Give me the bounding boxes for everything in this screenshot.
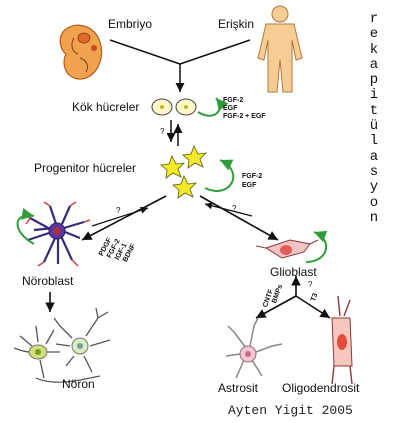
qmark-glioblast-fork: ?: [308, 280, 313, 289]
vertical-title: r e k a p i t ü l a s y o n: [367, 11, 381, 226]
vertical-letter: p: [369, 72, 379, 89]
neuroblast-label: Nöroblast: [22, 274, 74, 288]
astrocyte-image: [225, 317, 283, 379]
vertical-letter: l: [369, 133, 379, 150]
vertical-letter: n: [369, 209, 379, 226]
embryo-label: Embriyo: [108, 17, 153, 31]
vertical-letter: o: [369, 194, 379, 211]
stem-cells-label: Kök hücreler: [72, 100, 140, 114]
vertical-letter: ü: [369, 118, 379, 135]
stem-factor-2: EGF: [223, 105, 238, 112]
stem-factor-1: FGF-2: [223, 97, 244, 104]
oligodendrocyte-image: [331, 295, 353, 385]
progenitor-cells-image: [160, 145, 208, 199]
vertical-letter: s: [369, 163, 379, 180]
vertical-letter: a: [369, 56, 379, 73]
neuroblast-image: [23, 201, 91, 267]
astrocyte-label: Astrosit: [218, 381, 259, 395]
vertical-letter: a: [369, 148, 379, 165]
vertical-letter: k: [369, 41, 379, 58]
progenitor-cells-label: Progenitor hücreler: [34, 161, 137, 175]
signature: Ayten Yigit 2005: [228, 403, 353, 418]
embryo-image: [59, 24, 103, 80]
adult-label: Erişkin: [218, 17, 255, 31]
qmark-progenitor-glioblast: ?: [232, 204, 237, 213]
vertical-letter: i: [369, 87, 379, 104]
qmark-stem-progenitor: ?: [160, 127, 165, 136]
oligodendrocyte-label: Oligodendrosit: [282, 381, 360, 395]
glioblast-image: [255, 239, 319, 259]
vertical-letter: r: [369, 11, 379, 27]
glioblast-label: Glioblast: [270, 265, 317, 279]
neurons-image: [13, 307, 111, 383]
stem-cells-image: [151, 98, 197, 116]
neuron-label: Nöron: [62, 377, 95, 391]
qmark-progenitor-neuroblast: ?: [116, 206, 121, 215]
progenitor-factor-2: EGF: [242, 182, 257, 189]
vertical-letter: t: [369, 102, 379, 119]
stem-factor-3: FGF-2 + EGF: [223, 113, 266, 120]
vertical-letter: e: [369, 26, 379, 43]
vertical-letter: y: [369, 179, 379, 196]
adult-image: [257, 5, 303, 93]
progenitor-factor-1: FGF-2: [242, 173, 263, 180]
